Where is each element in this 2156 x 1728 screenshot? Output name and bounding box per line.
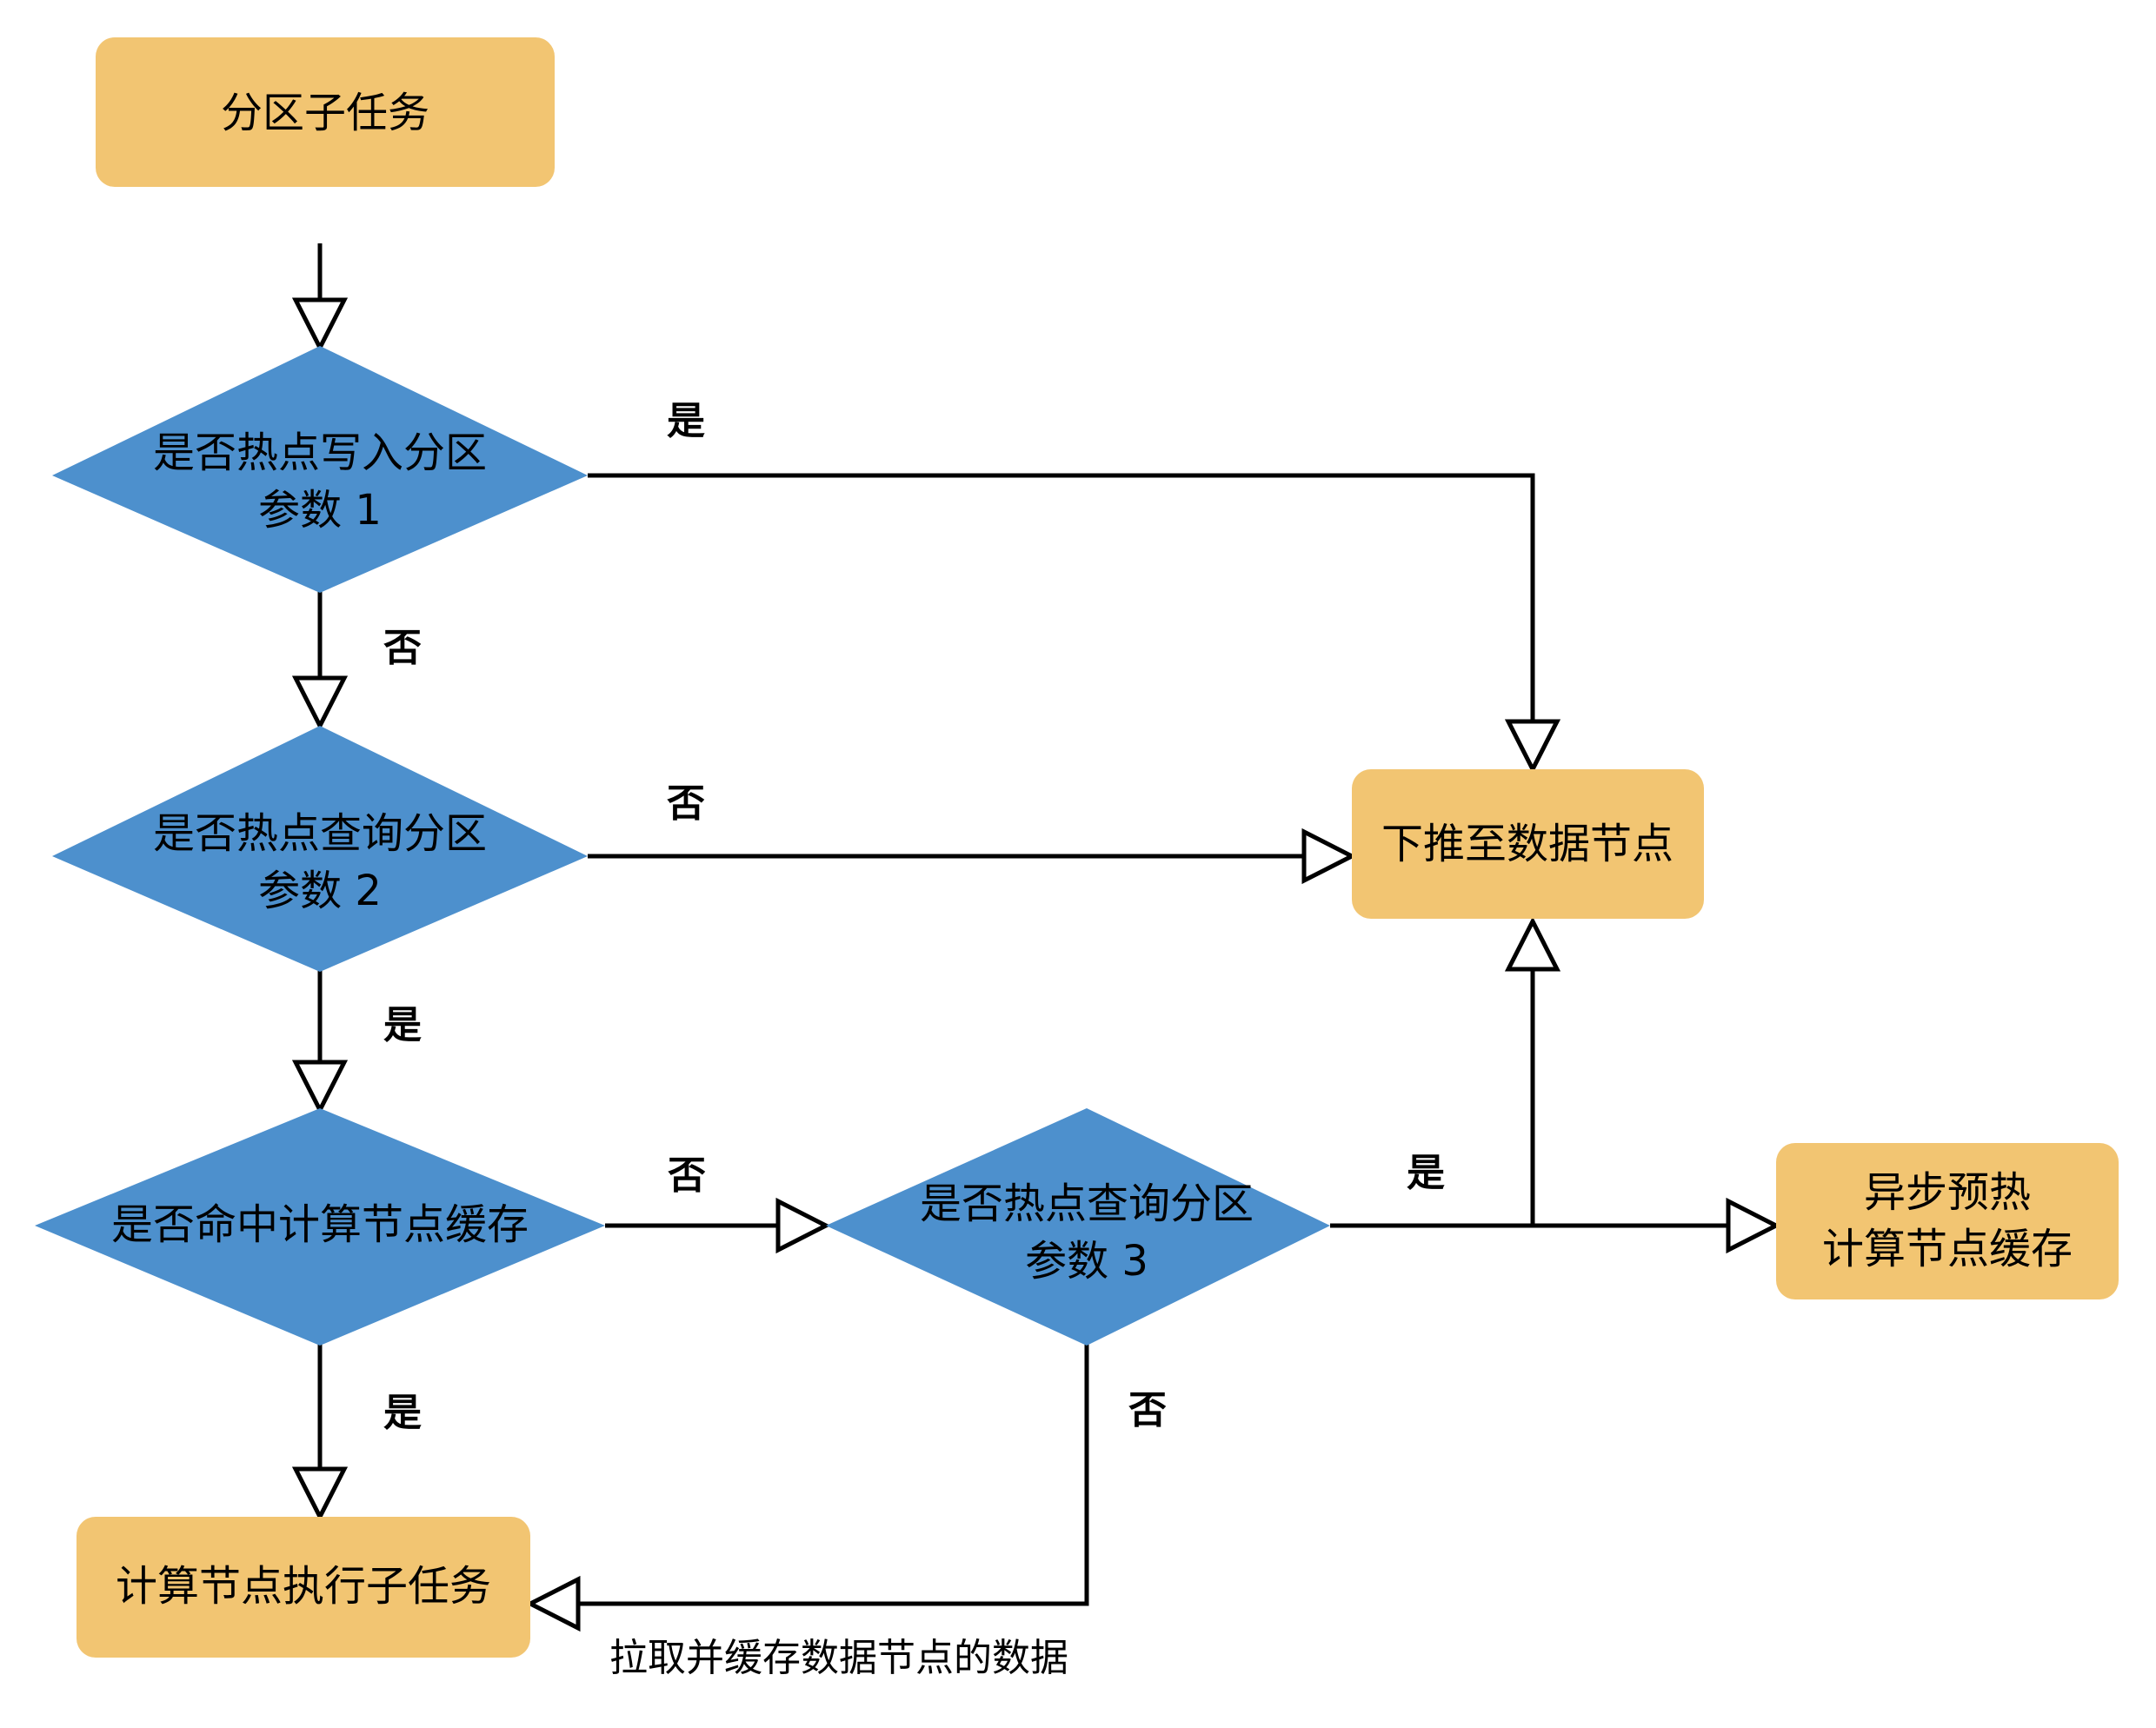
edge-decision2-yes-to-decision3 (291, 969, 349, 1115)
node-async-prewarm-compute-cache-shape (1776, 1143, 2119, 1299)
edge-decision4-yes-branch-to-pushdown (1504, 916, 1561, 1226)
edge-label-pull-and-cache: 拉取并缓存数据节点的数据 (609, 1636, 1068, 1680)
node-partition-subtask-shape (96, 37, 555, 187)
node-async-prewarm-compute-cache-label-line1: 异步预热 (1864, 1168, 2031, 1217)
edge-decision1-yes-to-pushdown (588, 473, 1561, 774)
node-decision-hot-query-partition-3-label-line2: 参数 3 (1025, 1237, 1148, 1286)
edge-cachehit-no-to-decision4 (605, 1197, 831, 1254)
edge-label-decision2-yes: 是 (383, 1003, 422, 1047)
node-decision-hot-query-partition-2[interactable]: 是否热点查询分区 参数 2 (52, 726, 588, 972)
node-decision-hot-write-partition[interactable]: 是否热点写入分区 参数 1 (52, 346, 588, 593)
node-pushdown-to-data-node-shape (1352, 769, 1704, 919)
node-decision-hot-query-partition-2-shape (52, 726, 588, 972)
node-decision-hot-query-partition-2-label-line1: 是否热点查询分区 (153, 809, 487, 858)
node-decision-hot-query-partition-2-label-line2: 参数 2 (258, 867, 382, 915)
node-decision-compute-cache-hit-shape (35, 1108, 605, 1346)
node-async-prewarm-compute-cache[interactable]: 异步预热 计算节点缓存 (1776, 1143, 2119, 1299)
node-decision-compute-cache-hit[interactable]: 是否命中计算节点缓存 (35, 1108, 605, 1346)
edge-label-decision4-yes: 是 (1407, 1151, 1445, 1195)
node-compute-node-execute-subtask[interactable]: 计算节点执行子任务 (77, 1517, 530, 1658)
edge-decision2-no-to-pushdown (588, 827, 1357, 885)
node-pushdown-to-data-node-label: 下推至数据节点 (1381, 820, 1674, 868)
edge-cachehit-yes-to-execute (291, 1343, 349, 1522)
edge-start-to-decision1 (291, 243, 349, 353)
node-decision-hot-query-partition-3-shape (826, 1108, 1330, 1346)
edge-label-cachehit-no: 否 (668, 1153, 706, 1198)
edge-label-decision1-yes: 是 (667, 399, 705, 443)
node-compute-node-execute-subtask-label: 计算节点执行子任务 (116, 1562, 491, 1611)
node-partition-subtask-label: 分区子任务 (221, 89, 429, 137)
node-decision-hot-query-partition-3[interactable]: 是否热点查询分区 参数 3 (826, 1108, 1330, 1346)
node-decision-compute-cache-hit-label: 是否命中计算节点缓存 (111, 1200, 529, 1249)
node-async-prewarm-compute-cache-label-line2: 计算节点缓存 (1822, 1225, 2073, 1273)
edge-decision1-no-to-decision2 (291, 591, 349, 731)
edge-label-decision4-no: 否 (1128, 1388, 1167, 1432)
node-decision-hot-write-partition-label-line2: 参数 1 (258, 486, 382, 535)
edge-decision4-no-to-execute (525, 1343, 1089, 1632)
edge-label-decision1-no: 否 (383, 626, 422, 670)
node-compute-node-execute-subtask-shape (77, 1517, 530, 1658)
edge-label-decision2-no: 否 (667, 781, 705, 826)
edge-label-cachehit-yes: 是 (383, 1391, 422, 1435)
node-pushdown-to-data-node[interactable]: 下推至数据节点 (1352, 769, 1704, 919)
node-decision-hot-query-partition-3-label-line1: 是否热点查询分区 (920, 1180, 1254, 1228)
node-partition-subtask[interactable]: 分区子任务 (96, 37, 555, 187)
node-decision-hot-write-partition-shape (52, 346, 588, 593)
node-decision-hot-write-partition-label-line1: 是否热点写入分区 (153, 429, 487, 477)
edge-decision4-yes-to-prewarm (1330, 1197, 1781, 1254)
